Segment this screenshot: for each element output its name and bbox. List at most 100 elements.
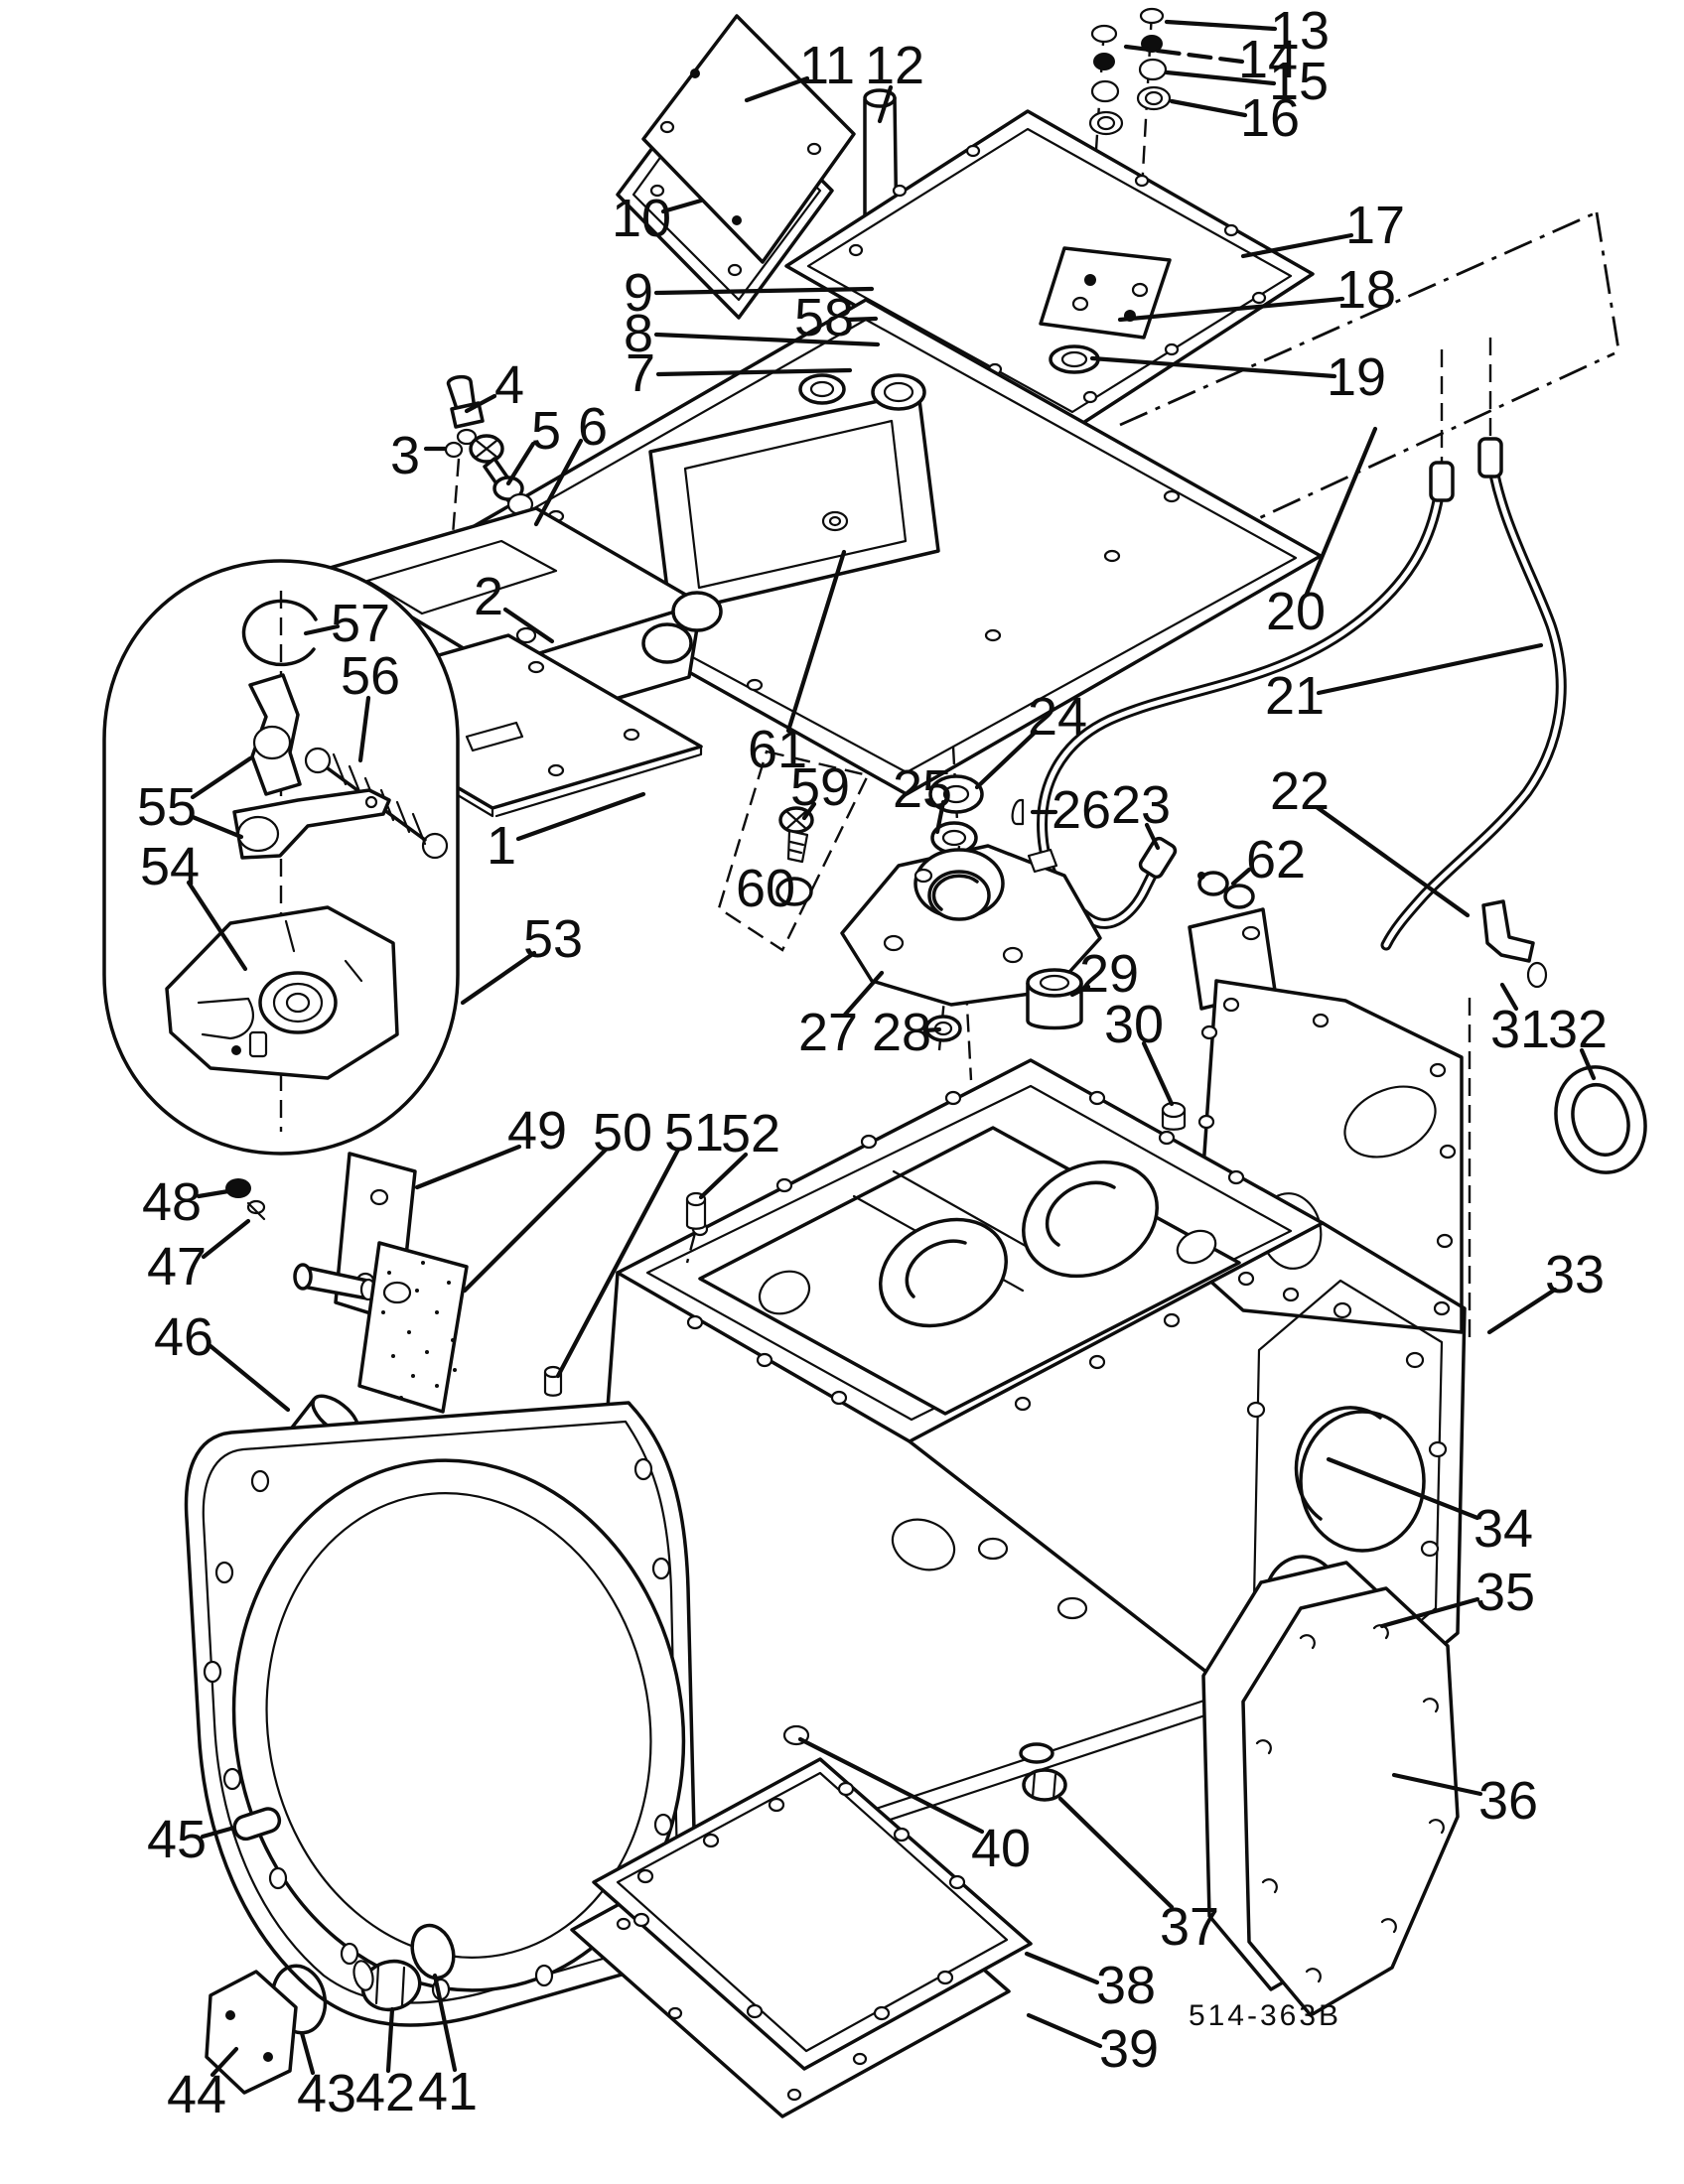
leader-53	[460, 950, 537, 1006]
leader-36	[1391, 1772, 1483, 1797]
leader-62	[1230, 867, 1252, 887]
leader-4	[464, 393, 497, 414]
callout-36: 36	[1478, 1771, 1538, 1831]
leader-21	[1316, 642, 1544, 696]
callout-12: 12	[865, 36, 924, 95]
callout-25: 25	[893, 759, 952, 819]
plug-30	[1161, 1101, 1187, 1131]
leader-43	[299, 2030, 316, 2076]
shift-tower-opening	[648, 390, 940, 615]
callout-10: 10	[612, 189, 671, 248]
leader-14	[1115, 43, 1245, 65]
callout-46: 46	[154, 1307, 213, 1367]
leader-54	[186, 880, 248, 972]
leader-57	[303, 623, 341, 636]
callout-8: 8	[624, 304, 653, 363]
callout-32: 32	[1548, 1000, 1608, 1059]
elbow-fitting-3-4	[444, 374, 485, 549]
callout-56: 56	[341, 646, 400, 706]
callout-1: 1	[487, 816, 516, 876]
leader-34	[1326, 1456, 1480, 1521]
bushing-29	[1026, 968, 1083, 1030]
extra-leader-0	[190, 814, 244, 840]
callout-7: 7	[626, 343, 655, 403]
callout-61: 61	[748, 720, 807, 779]
leader-45	[200, 1825, 237, 1840]
callout-44: 44	[167, 2065, 226, 2124]
leader-56	[357, 695, 371, 763]
leader-11	[744, 75, 810, 103]
leader-50	[462, 1147, 609, 1294]
leader-33	[1486, 1287, 1558, 1335]
leader-51	[555, 1147, 681, 1379]
leader-20	[1304, 426, 1378, 597]
dowel-51	[543, 1365, 563, 1397]
leader-9	[653, 286, 875, 296]
leader-19	[1089, 355, 1337, 379]
leader-31	[1499, 982, 1519, 1012]
leader-58	[845, 316, 879, 323]
callout-2: 2	[474, 567, 503, 626]
pipes-20-21	[1037, 437, 1567, 1011]
callout-47: 47	[147, 1237, 207, 1297]
callout-62: 62	[1246, 830, 1306, 889]
callout-40: 40	[971, 1819, 1031, 1878]
callout-3: 3	[390, 426, 420, 485]
leader-44	[210, 2046, 239, 2078]
callout-42: 42	[355, 2063, 415, 2122]
callout-19: 19	[1327, 347, 1386, 407]
bearing-retainer-27	[840, 844, 1102, 1051]
callout-13: 13	[1270, 1, 1330, 61]
leader-40	[797, 1736, 985, 1835]
callout-55: 55	[137, 777, 197, 837]
callout-33: 33	[1545, 1245, 1605, 1304]
leader-49	[414, 1144, 522, 1190]
fitting-62	[1197, 871, 1255, 909]
callout-38: 38	[1096, 1956, 1156, 2015]
leader-5	[505, 441, 536, 486]
callout-41: 41	[418, 2062, 478, 2121]
lever-55-upper	[248, 673, 302, 796]
pin-47-nut-48	[225, 1178, 266, 1221]
callout-45: 45	[147, 1810, 207, 1869]
callout-26: 26	[1052, 780, 1111, 840]
leader-52	[698, 1152, 749, 1200]
pipe-union-upper-21	[1477, 437, 1503, 478]
cover-36	[1241, 1586, 1460, 2017]
callout-5: 5	[531, 401, 561, 461]
callout-58: 58	[794, 288, 854, 347]
pin-26	[1011, 798, 1025, 826]
leader-38	[1024, 1951, 1100, 1985]
callout-14: 14	[1238, 30, 1298, 89]
leader-29	[1069, 984, 1091, 998]
callout-24: 24	[1028, 687, 1087, 747]
top-cover-17	[784, 109, 1315, 432]
fork-assembly-54	[165, 905, 399, 1080]
callout-60: 60	[736, 859, 795, 918]
callout-11: 11	[799, 36, 855, 95]
callout-leaders	[186, 19, 1597, 2078]
callout-39: 39	[1099, 2019, 1159, 2079]
drawing-code: 514-363B	[1189, 1999, 1341, 2032]
callout-29: 29	[1079, 944, 1139, 1004]
snap-ring-57	[241, 599, 318, 667]
callout-59: 59	[790, 757, 850, 817]
callout-30: 30	[1104, 995, 1164, 1054]
callout-43: 43	[297, 2064, 356, 2123]
callout-37: 37	[1160, 1897, 1219, 1957]
leader-23	[1144, 822, 1161, 851]
callout-34: 34	[1474, 1499, 1533, 1559]
leader-16	[1169, 98, 1248, 118]
leader-41	[432, 1973, 458, 2073]
callout-28: 28	[872, 1003, 931, 1062]
callout-27: 27	[798, 1003, 858, 1062]
callout-49: 49	[507, 1101, 567, 1160]
leader-24	[974, 729, 1039, 790]
leader-46	[208, 1343, 291, 1413]
callout-48: 48	[142, 1172, 202, 1232]
leader-47	[201, 1218, 251, 1260]
leader-10	[660, 198, 704, 214]
callout-16: 16	[1240, 88, 1300, 148]
